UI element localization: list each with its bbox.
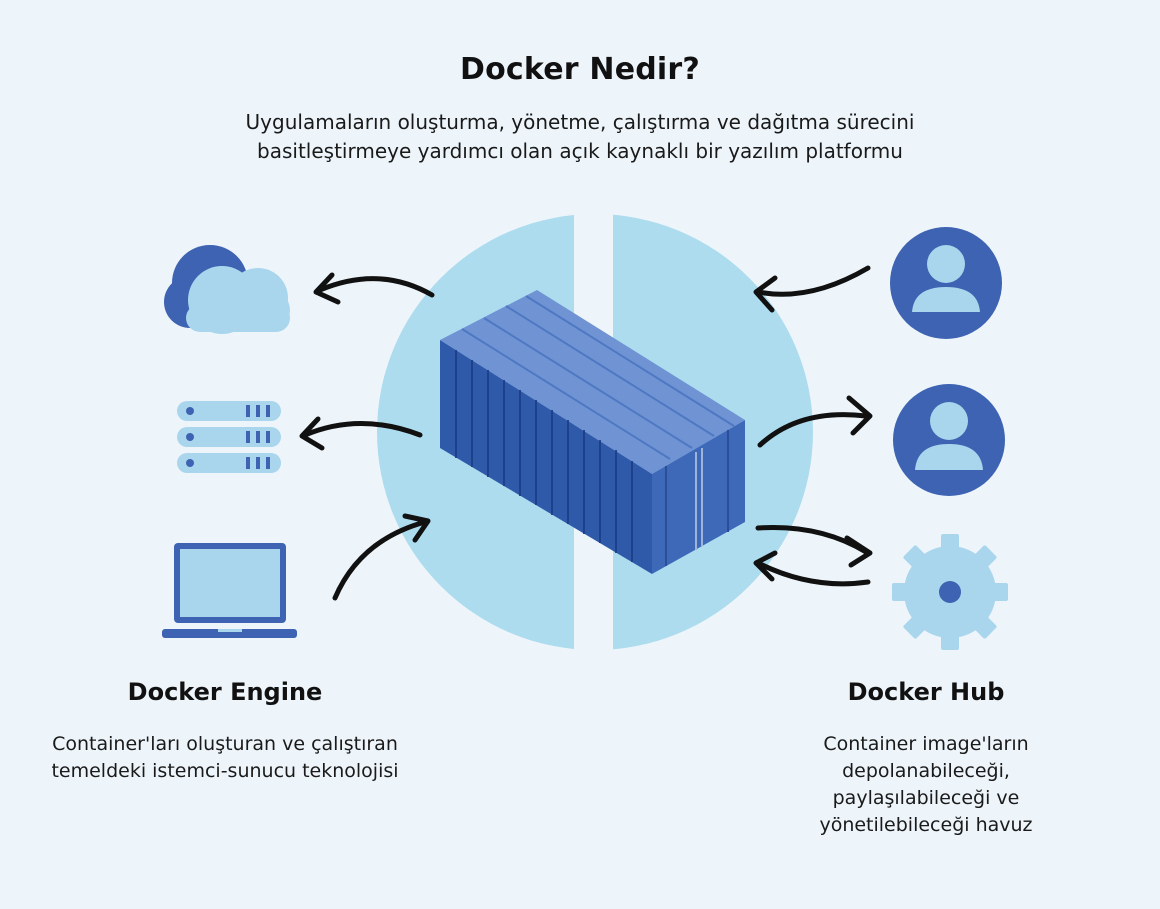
- server-icon: [177, 401, 281, 473]
- gear-icon: [892, 534, 1008, 650]
- user-icon: [890, 227, 1002, 339]
- arrow-to-cloud: [313, 272, 435, 305]
- cloud-icon: [164, 245, 290, 334]
- arrow-from-gear: [753, 550, 871, 587]
- arrow-from-user-top: [753, 265, 871, 313]
- arrow-to-user-bottom: [757, 395, 873, 448]
- arrow-to-gear: [755, 525, 873, 568]
- docker-engine-title: Docker Engine: [127, 678, 323, 706]
- docker-engine-description: Container'ları oluşturan ve çalıştıran t…: [51, 733, 399, 782]
- laptop-icon: [162, 543, 297, 638]
- docker-hub-title: Docker Hub: [847, 678, 1005, 706]
- user-icon: [893, 384, 1005, 496]
- arrow-from-laptop: [332, 513, 431, 601]
- arrow-to-server: [299, 416, 423, 451]
- page-title: Docker Nedir?: [459, 52, 701, 87]
- docker-hub-description: Container image'ların depolanabileceği, …: [819, 733, 1033, 836]
- page-subtitle: Uygulamaların oluşturma, yönetme, çalışt…: [245, 110, 915, 163]
- shipping-container-icon: [440, 290, 745, 574]
